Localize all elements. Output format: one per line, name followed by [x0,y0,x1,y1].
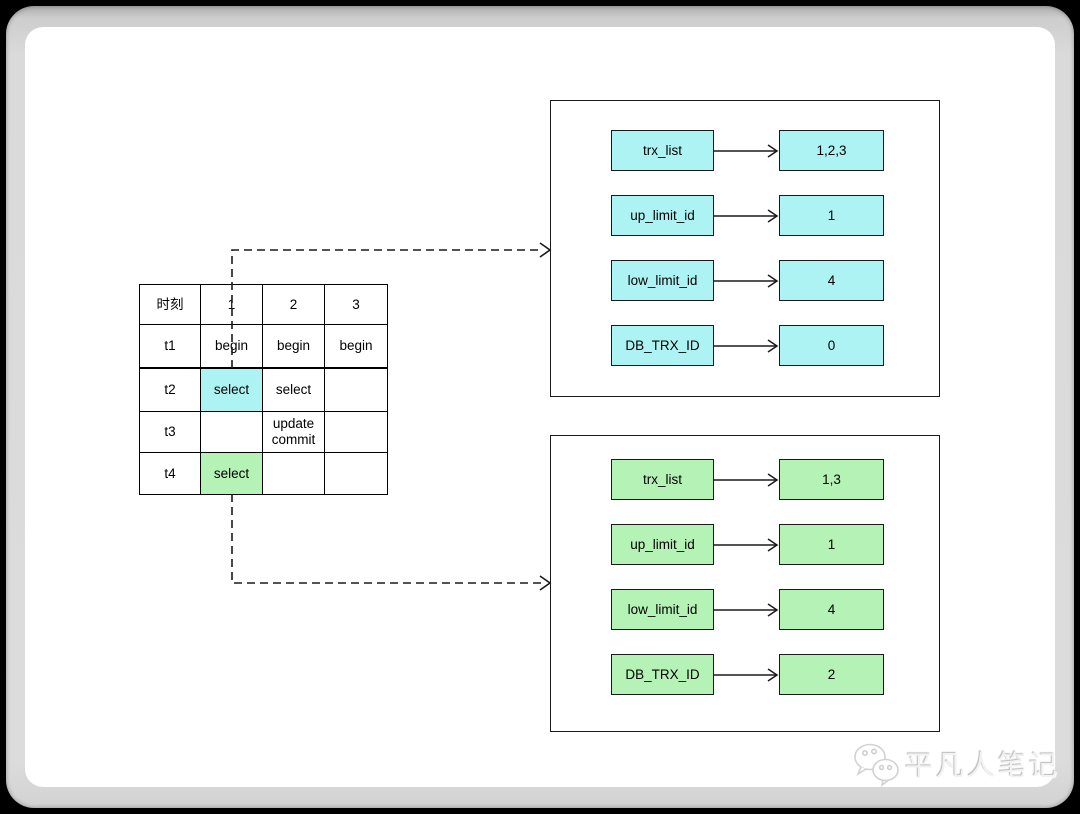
cell-t2-time: t2 [139,367,201,412]
value-box: 1 [779,524,884,565]
arrow-right-icon [714,338,779,353]
value-box: 4 [779,260,884,301]
label-box: DB_TRX_ID [611,654,714,695]
arrow-right-icon [714,143,779,158]
cell-t3-trx1 [200,411,263,453]
arrow-right-icon [714,602,779,617]
label-box: up_limit_id [611,195,714,236]
label-box: low_limit_id [611,589,714,630]
cell-t2-trx2: select [262,367,325,412]
readview-row: low_limit_id 4 [611,589,884,630]
readview-box-bottom: trx_list 1,3 up_limit_id 1 low_limit_id … [550,435,940,732]
header-cell-trx3: 3 [324,284,388,325]
readview-row: DB_TRX_ID 2 [611,654,884,695]
dashed-arrow-t2-to-readview [231,242,552,368]
readview-row: trx_list 1,3 [611,459,884,500]
arrow-right-icon [714,537,779,552]
wechat-icon [854,743,899,787]
readview-box-top: trx_list 1,2,3 up_limit_id 1 low_limit_i… [550,100,940,397]
value-box: 2 [779,654,884,695]
cell-t4-time: t4 [139,452,201,495]
cell-t2-trx3 [324,367,388,412]
header-cell-time: 时刻 [139,284,201,325]
value-box: 0 [779,325,884,366]
cell-t2-trx1-highlighted: select [200,367,263,412]
readview-row: low_limit_id 4 [611,260,884,301]
readview-row: trx_list 1,2,3 [611,130,884,171]
table-row-t4: t4 select [139,452,388,495]
readview-row: DB_TRX_ID 0 [611,325,884,366]
table-row-t1: t1 begin begin begin [139,324,388,369]
cell-t3-time: t3 [139,411,201,453]
table-row-t3: t3 update commit [139,411,388,453]
value-box: 1,2,3 [779,130,884,171]
arrow-right-icon [714,472,779,487]
arrow-right-icon [714,667,779,682]
arrow-right-icon [714,208,779,223]
value-box: 1,3 [779,459,884,500]
readview-row: up_limit_id 1 [611,195,884,236]
cell-t1-trx3: begin [324,324,388,369]
label-box: up_limit_id [611,524,714,565]
transaction-table: 时刻 1 2 3 t1 begin begin begin t2 select … [139,284,388,495]
cell-t1-time: t1 [139,324,201,369]
table-row-t2: t2 select select [139,367,388,412]
label-box: low_limit_id [611,260,714,301]
value-box: 4 [779,589,884,630]
value-box: 1 [779,195,884,236]
arrow-right-icon [714,273,779,288]
readview-row: up_limit_id 1 [611,524,884,565]
label-box: DB_TRX_ID [611,325,714,366]
cell-t4-trx2 [262,452,325,495]
label-box: trx_list [611,130,714,171]
cell-t3-trx3 [324,411,388,453]
watermark: 平凡人笔记 [852,740,1060,788]
cell-t4-trx1-highlighted: select [200,452,263,495]
label-box: trx_list [611,459,714,500]
cell-t1-trx2: begin [262,324,325,369]
table-header-row: 时刻 1 2 3 [139,284,388,325]
watermark-text: 平凡人笔记 [905,750,1061,781]
cell-t4-trx3 [324,452,388,495]
dashed-arrow-t4-to-readview [231,494,552,591]
cell-t3-trx2: update commit [262,411,325,453]
